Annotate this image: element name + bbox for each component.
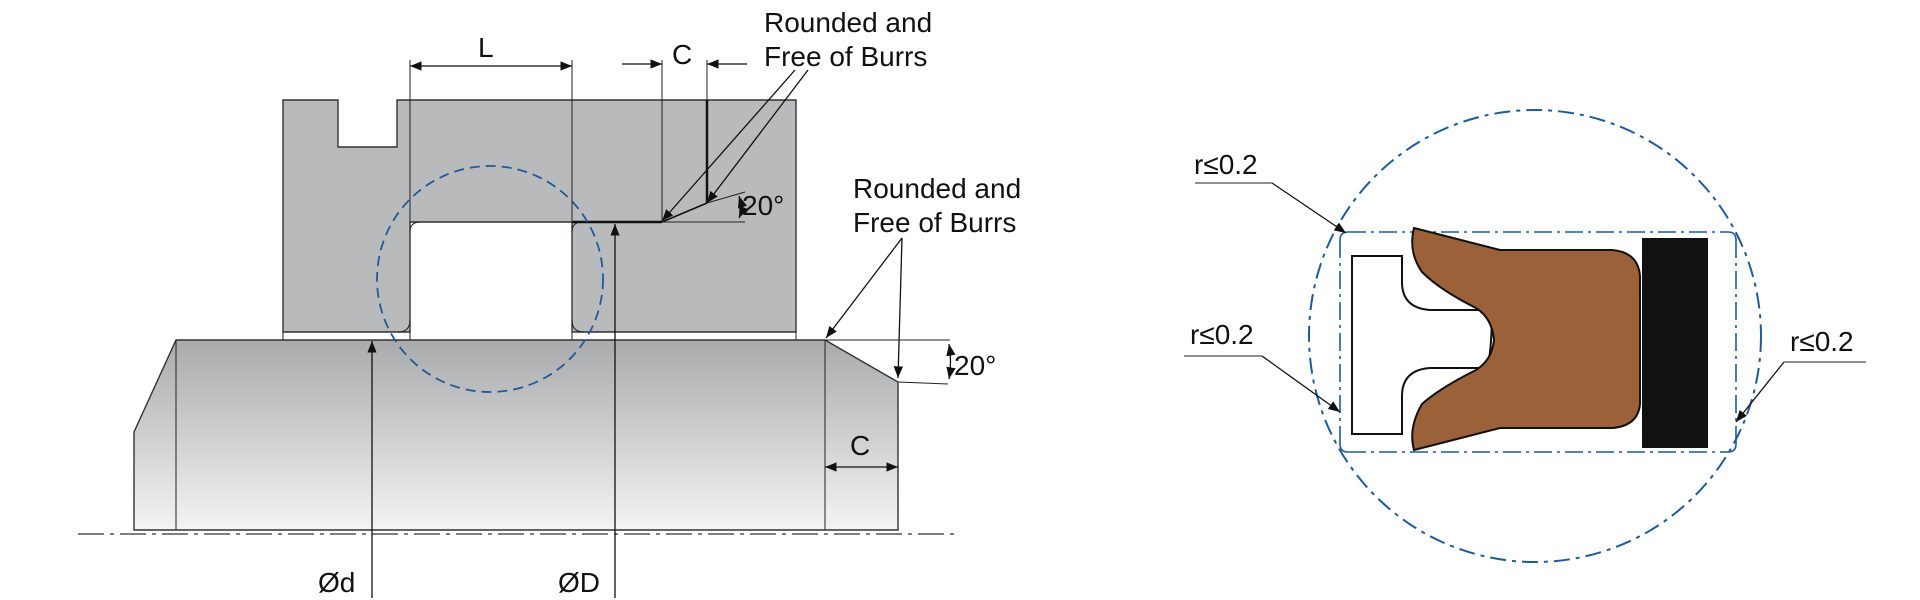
detail-circle-left [376, 165, 604, 393]
angle-top-label: 20° [742, 190, 784, 221]
dim-C-top-label: C [672, 39, 692, 70]
note-right-line1: Rounded and [853, 173, 1021, 204]
angle-top-ref [706, 191, 746, 204]
note-top-leader-2 [706, 69, 809, 204]
seal-backup-ring [1351, 255, 1493, 435]
groove-corner-left [409, 221, 421, 233]
housing-body [282, 99, 797, 333]
dim-C-bottom-label: C [850, 430, 870, 461]
groove-corners [1339, 231, 1737, 453]
note-top-line2: Free of Burrs [764, 41, 927, 72]
dia-large-label: ØD [558, 567, 600, 598]
radius-top-label: r≤0.2 [1194, 149, 1258, 180]
left-section-view: L C Rounded and Free of Burrs 20° Rounde… [78, 7, 1021, 598]
shaft-body [133, 339, 899, 531]
note-top-line1: Rounded and [764, 7, 932, 38]
seal-black-ring [1642, 238, 1708, 448]
seal-u-cup [1411, 226, 1641, 452]
right-detail-view: r≤0.2 r≤0.2 r≤0.2 [1184, 109, 1866, 563]
angle-bottom-arc [946, 343, 956, 380]
radius-top-leader [1271, 182, 1347, 234]
note-right-leader-2 [893, 237, 904, 379]
radius-left-label: r≤0.2 [1190, 319, 1254, 350]
note-top-leader-1 [661, 69, 796, 222]
angle-top-arc [737, 195, 749, 219]
radius-right-label: r≤0.2 [1790, 326, 1854, 357]
angle-bottom-label: 20° [954, 350, 996, 381]
detail-circle-right [1308, 109, 1762, 563]
groove-outline [1339, 231, 1737, 453]
angle-bottom-ref [897, 381, 949, 385]
dim-L-label: L [478, 32, 494, 63]
note-right-leader-1 [825, 237, 903, 339]
radius-left-leader [1261, 355, 1341, 413]
dia-small-label: Ød [318, 567, 355, 598]
groove-root-left [397, 319, 411, 333]
groove-root-right [571, 319, 585, 333]
radius-right-leader [1735, 361, 1785, 423]
note-right-line2: Free of Burrs [853, 207, 1016, 238]
